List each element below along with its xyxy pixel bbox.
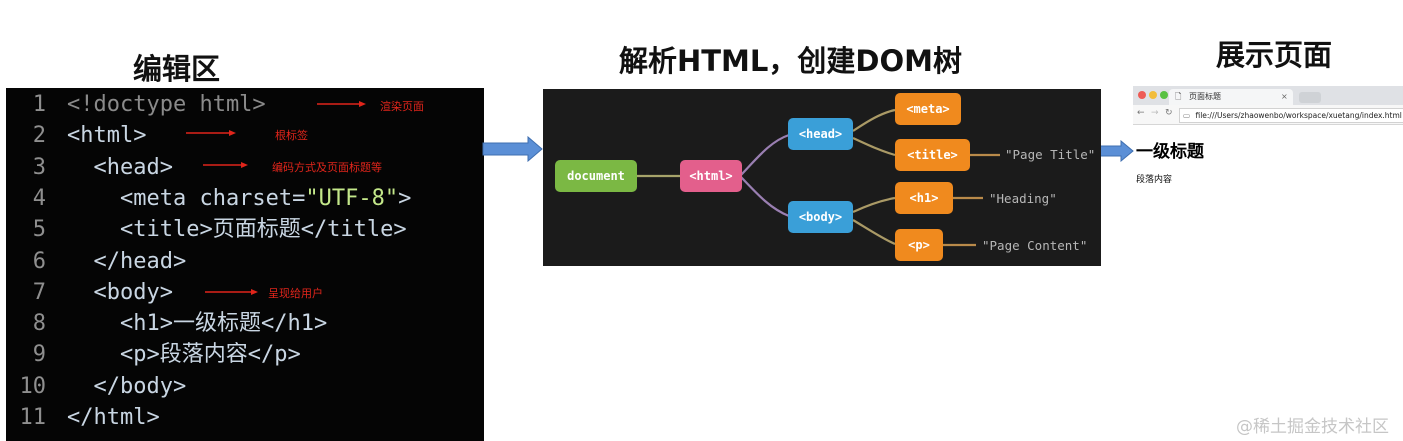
watermark: @稀土掘金技术社区 [1236,417,1389,437]
close-window-dot[interactable] [1138,91,1146,99]
display-heading: 展示页面 [1216,38,1333,72]
code-text: <body> [67,277,173,308]
code-line: 8 <h1>一级标题</h1> [6,308,484,339]
browser-address-row: ← → ↻ ▭ file:///Users/zhaowenbo/workspac… [1133,105,1403,125]
node-html: <html> [680,160,742,192]
node-document: document [555,160,637,192]
text-node-title: "Page Title" [1005,147,1096,162]
code-token: <p>段落内容</p> [67,342,301,368]
code-line: 6 </head> [6,246,484,277]
code-line: 11 </html> [6,402,484,433]
code-line: 5 <title>页面标题</title> [6,214,484,245]
line-number: 11 [19,405,47,430]
code-line: 3 <head> [6,152,484,183]
code-token: <html> [67,123,147,149]
line-number: 10 [19,373,47,399]
node-body: <body> [788,201,853,233]
text-node-h1: "Heading" [989,191,1057,206]
code-text: </body> [67,371,186,402]
browser-tab-bar: 🗋 页面标题 × [1133,86,1403,105]
edge-html-head [740,133,790,176]
forward-icon[interactable]: → [1151,108,1159,118]
code-token: <!doctype html> [67,92,266,117]
code-text: </html> [67,402,160,433]
code-text: <meta charset="UTF-8"> [67,183,411,214]
doctype-annotation: 渲染页面 [380,100,424,113]
node-h1: <h1> [895,182,953,214]
maximize-window-dot[interactable] [1160,91,1168,99]
back-icon[interactable]: ← [1137,108,1145,118]
edge-body-h1 [852,196,896,213]
edge-body-p [852,219,896,246]
address-bar[interactable]: ▭ file:///Users/zhaowenbo/workspace/xuet… [1179,108,1403,123]
code-token: "UTF-8" [305,185,399,211]
line-number: 3 [32,154,46,180]
address-url: file:///Users/zhaowenbo/workspace/xuetan… [1195,111,1402,120]
code-token: </head> [67,248,187,274]
node-meta: <meta> [895,93,961,125]
code-token: <head> [67,154,173,180]
code-token: <h1>一级标题</h1> [67,311,328,337]
flow-arrow-tree-to-display [1099,140,1134,162]
code-text: <html> [67,120,146,151]
code-token: <title>页面标题</title> [67,217,407,243]
code-line: 1 <!doctype html> [6,89,484,120]
line-number: 5 [32,217,46,243]
code-token: > [398,185,412,211]
new-tab-button[interactable] [1299,92,1321,103]
code-line: 4 <meta charset="UTF-8"> [6,183,484,214]
code-line: 7 <body> [6,277,484,308]
code-text: <head> [67,152,173,183]
edge-head-title [852,137,896,157]
browser-window: 🗋 页面标题 × ← → ↻ ▭ file:///Users/zhaowenbo… [1133,86,1403,125]
line-number: 9 [32,342,46,368]
line-number: 4 [32,185,46,211]
code-token: <meta charset= [67,185,306,211]
edge-html-body [740,176,790,218]
node-title: <title> [895,139,970,171]
rendered-heading: 一级标题 [1136,142,1204,162]
code-line: 9 <p>段落内容</p> [6,339,484,370]
body-annotation: 呈现给用户 [268,287,323,300]
minimize-window-dot[interactable] [1149,91,1157,99]
code-token: <body> [67,279,173,305]
line-number: 6 [32,248,46,274]
node-p: <p> [895,229,943,261]
edge-head-meta [852,108,896,132]
tree-edges [637,108,1000,247]
code-text: <p>段落内容</p> [67,339,301,370]
code-editor-panel: 1<!doctype html>2<html>3 <head>4 <meta c… [6,88,484,441]
line-number: 2 [32,123,46,149]
code-text: <title>页面标题</title> [67,214,407,245]
browser-tab-title: 页面标题 [1189,92,1221,101]
code-token: </body> [67,373,187,399]
tree-heading: 解析HTML，创建DOM树 [619,44,962,78]
code-text: </head> [67,246,186,277]
line-number: 7 [32,279,46,305]
reload-icon[interactable]: ↻ [1165,108,1173,118]
rendered-paragraph: 段落内容 [1136,175,1173,185]
head-annotation: 编码方式及页面标题等 [272,161,382,174]
html-annotation: 根标签 [275,129,308,142]
line-number: 8 [32,311,46,337]
flow-arrow-editor-to-tree [482,136,543,162]
code-line: 10 </body> [6,371,484,402]
file-icon: ▭ [1183,111,1191,120]
text-node-p: "Page Content" [982,238,1088,253]
node-head: <head> [788,118,853,150]
editor-heading: 编辑区 [133,52,221,86]
line-number: 1 [32,92,46,117]
code-text: <!doctype html> [67,89,266,120]
tab-close-icon[interactable]: × [1281,92,1288,101]
page-icon: 🗋 [1175,92,1182,101]
code-line: 2 <html> [6,120,484,151]
dom-tree-panel: document <html> <head> <body> <meta> <ti… [543,89,1101,266]
code-text: <h1>一级标题</h1> [67,308,327,339]
browser-tab[interactable]: 🗋 页面标题 × [1169,89,1293,105]
code-token: </html> [67,405,160,430]
